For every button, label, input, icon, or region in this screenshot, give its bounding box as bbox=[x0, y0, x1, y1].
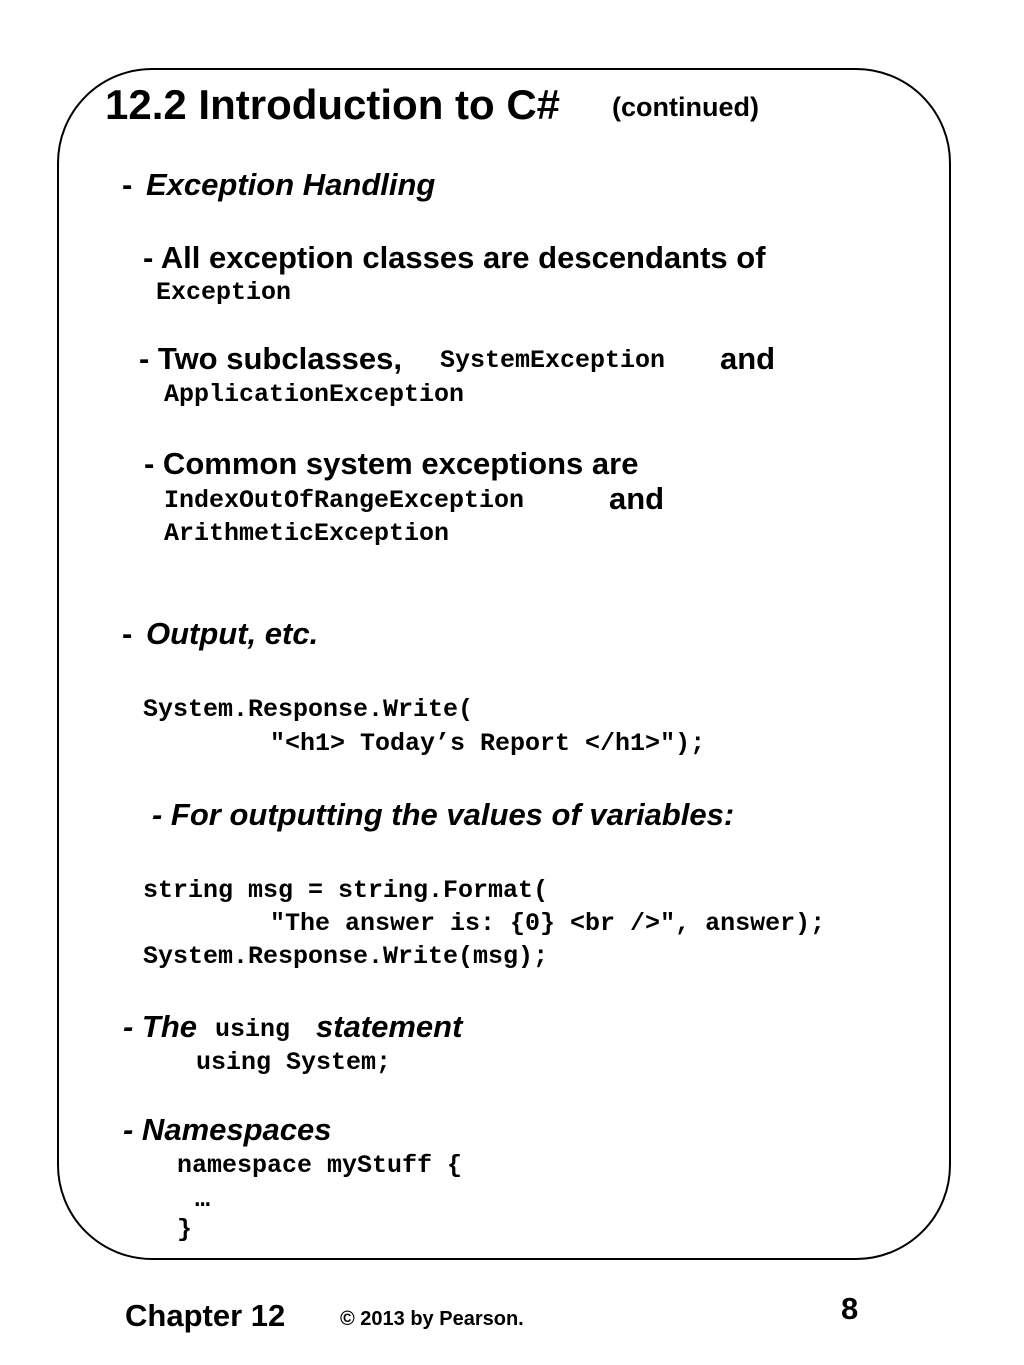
and-text: and bbox=[720, 341, 776, 376]
system-exception-code: SystemException bbox=[440, 346, 666, 375]
code-line: … bbox=[195, 1185, 211, 1214]
exception-classes-text: - All exception classes are descendants … bbox=[143, 240, 766, 275]
namespaces-heading: - Namespaces bbox=[123, 1112, 332, 1147]
slide-frame bbox=[57, 68, 951, 1260]
footer-chapter: Chapter 12 bbox=[125, 1298, 286, 1333]
code-line: namespace myStuff { bbox=[177, 1151, 463, 1180]
slide-title: 12.2 Introduction to C# bbox=[105, 81, 561, 128]
code-line: System.Response.Write( bbox=[143, 695, 474, 724]
slide-title-suffix: (continued) bbox=[612, 92, 759, 122]
variables-note: - For outputting the values of variables… bbox=[152, 797, 735, 832]
exception-handling-heading: Exception Handling bbox=[146, 167, 436, 202]
arithmetic-exception-code: ArithmeticException bbox=[164, 519, 450, 548]
code-line: System.Response.Write(msg); bbox=[143, 942, 549, 971]
code-line: "The answer is: {0} <br />", answer); bbox=[270, 909, 826, 938]
and-text-2: and bbox=[609, 481, 665, 516]
code-line: "<h1> Today’s Report </h1>"); bbox=[270, 729, 706, 758]
using-heading-suffix: statement bbox=[316, 1009, 463, 1044]
using-example-code: using System; bbox=[196, 1048, 392, 1077]
code-line: string msg = string.Format( bbox=[143, 876, 549, 905]
page-number: 8 bbox=[841, 1291, 859, 1326]
bullet-dash-output: - bbox=[122, 616, 133, 651]
code-line: } bbox=[177, 1215, 193, 1244]
bullet-dash: - bbox=[122, 167, 133, 202]
using-heading-prefix: - The bbox=[123, 1009, 198, 1044]
footer-copyright: © 2013 by Pearson. bbox=[340, 1308, 524, 1330]
common-exceptions-text: - Common system exceptions are bbox=[144, 446, 639, 481]
index-out-of-range-code: IndexOutOfRangeException bbox=[164, 486, 525, 515]
subclasses-text: - Two subclasses, bbox=[139, 341, 403, 376]
using-heading-code: using bbox=[215, 1015, 291, 1044]
application-exception-code: ApplicationException bbox=[164, 380, 465, 409]
output-heading: Output, etc. bbox=[146, 616, 319, 651]
exception-code: Exception bbox=[156, 278, 292, 307]
